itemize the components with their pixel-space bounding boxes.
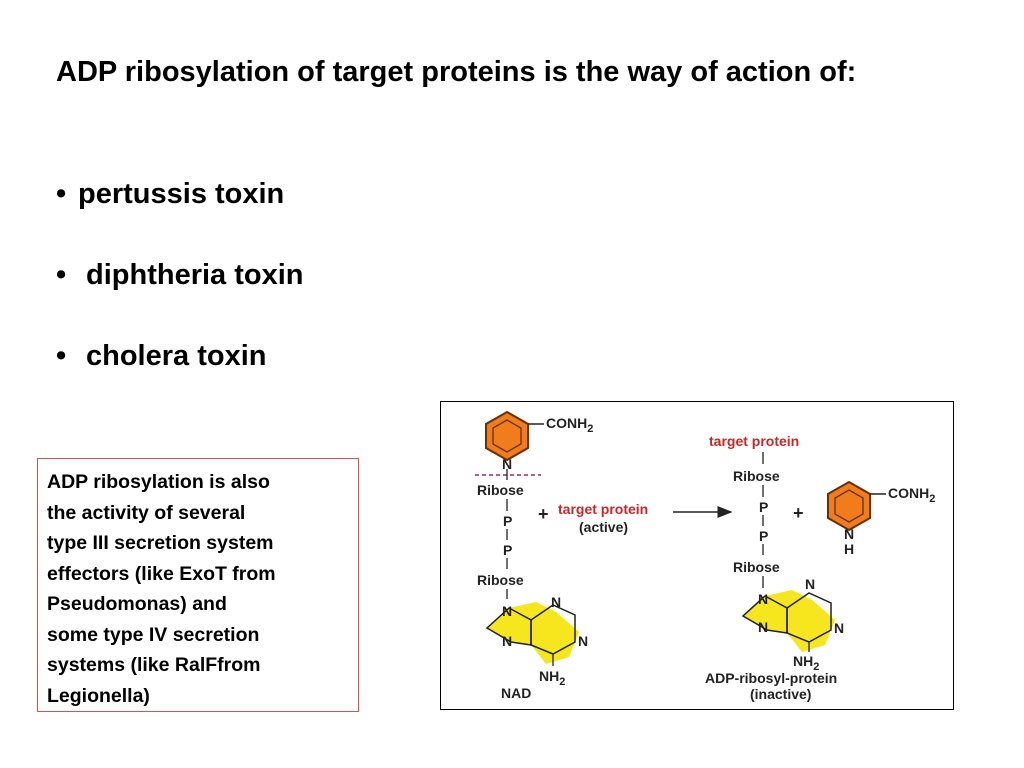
slide-heading: ADP ribosylation of target proteins is t… xyxy=(56,56,857,88)
ring-nitrogen: N xyxy=(502,633,512,649)
reaction-diagram-svg: CONH2 N Ribose P P Ribose N N N N NH2 NA… xyxy=(475,410,935,702)
ribose-label: Ribose xyxy=(733,468,780,484)
nicotinamide-ring-icon xyxy=(485,410,529,462)
ring-nitrogen: N xyxy=(502,456,512,472)
phosphate-label: P xyxy=(759,528,768,544)
bullet-marker: • xyxy=(56,340,67,372)
active-state-label: (active) xyxy=(579,519,628,535)
ribose-label: Ribose xyxy=(733,559,780,575)
bullet-marker: • xyxy=(56,178,67,210)
subscript-two: 2 xyxy=(559,676,565,688)
bullet-marker: • xyxy=(56,259,67,291)
info-note-box: ADP ribosylation is also the activity of… xyxy=(37,458,359,712)
nad-label: NAD xyxy=(501,685,531,701)
target-protein-label: target protein xyxy=(709,433,799,449)
ring-nitrogen: N xyxy=(551,594,561,610)
list-item: • diphtheria toxin xyxy=(56,255,304,336)
svg-text:CONH2: CONH2 xyxy=(888,485,935,505)
hydrogen-label: H xyxy=(844,541,854,557)
adenine-ring-icon xyxy=(743,590,835,652)
list-item-text: pertussis toxin xyxy=(78,178,285,210)
amine-label: NH xyxy=(793,653,813,669)
amide-label: CONH xyxy=(888,485,929,501)
reaction-diagram: CONH2 N Ribose P P Ribose N N N N NH2 NA… xyxy=(440,401,954,710)
list-item: • pertussis toxin xyxy=(56,174,304,255)
amine-label: NH xyxy=(539,668,559,684)
amide-label: CONH xyxy=(546,415,587,431)
toxin-list: • pertussis toxin • diphtheria toxin • c… xyxy=(56,174,304,417)
ring-nitrogen: N xyxy=(805,576,815,592)
plus-sign: + xyxy=(538,504,549,524)
nicotinamide-ring-icon xyxy=(827,480,871,532)
target-protein-label: target protein xyxy=(558,501,648,517)
plus-sign: + xyxy=(793,503,804,523)
ring-nitrogen: N xyxy=(844,526,854,542)
adenine-ring-icon xyxy=(487,602,579,664)
list-item: • cholera toxin xyxy=(56,336,304,417)
ring-nitrogen: N xyxy=(758,619,768,635)
phosphate-label: P xyxy=(503,542,512,558)
phosphate-label: P xyxy=(503,513,512,529)
inactive-state-label: (inactive) xyxy=(750,686,811,702)
subscript-two: 2 xyxy=(587,423,593,435)
subscript-two: 2 xyxy=(813,661,819,673)
ring-nitrogen: N xyxy=(834,620,844,636)
ring-nitrogen: N xyxy=(758,591,768,607)
product-name-label: ADP-ribosyl-protein xyxy=(705,670,837,686)
phosphate-label: P xyxy=(759,499,768,515)
ribose-label: Ribose xyxy=(477,482,524,498)
svg-text:NH2: NH2 xyxy=(539,668,565,688)
ring-nitrogen: N xyxy=(502,603,512,619)
subscript-two: 2 xyxy=(929,493,935,505)
ring-nitrogen: N xyxy=(578,633,588,649)
list-item-text: diphtheria toxin xyxy=(86,259,304,291)
svg-text:NH2: NH2 xyxy=(793,653,819,673)
ribose-label: Ribose xyxy=(477,572,524,588)
svg-text:CONH2: CONH2 xyxy=(546,415,593,435)
list-item-text: cholera toxin xyxy=(86,340,267,372)
